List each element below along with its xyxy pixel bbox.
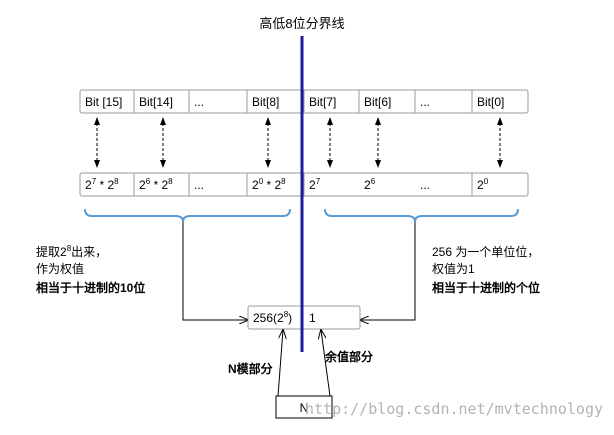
right-note-line3: 相当于十进制的个位: [432, 280, 540, 295]
weight-cell-label: 26: [364, 177, 376, 192]
weight-row: 27 * 28 26 * 28... 20 * 28 27 26... 20: [85, 173, 489, 196]
bit-cell-label: ...: [420, 95, 430, 109]
bit-cell-label: Bit[8]: [252, 95, 279, 109]
mod-part-label: N模部分: [228, 361, 273, 376]
right-connector-arrow: [360, 222, 416, 320]
left-note-line2: 作为权值: [36, 261, 84, 276]
left-note-line1: 提取28出来，: [36, 244, 107, 259]
bit-cell-label: ...: [194, 95, 204, 109]
bit-cell-label: Bit [15]: [85, 95, 122, 109]
rem-arrow: [321, 330, 331, 397]
right-note-line1: 256 为一个单位位，: [432, 244, 539, 259]
bit-cell-label: Bit[6]: [364, 95, 391, 109]
result-low: 1: [309, 311, 316, 325]
divider-title: 高低8位分界线: [259, 16, 344, 31]
weight-cell-label: ...: [420, 178, 430, 192]
watermark: http://blog.csdn.net/mvtechnology: [305, 400, 603, 418]
weight-cell-label: 26 * 28: [139, 177, 173, 192]
n-label: N: [300, 401, 309, 415]
result-box: [247, 305, 361, 330]
weight-cell-label: 27: [309, 177, 321, 192]
result-high: 256(28): [253, 310, 292, 325]
weight-cell-label: 20: [477, 177, 489, 192]
weight-cell-label: 20 * 28: [252, 177, 286, 192]
bit-weight-links: [94, 117, 503, 168]
rem-part-label: 余值部分: [324, 349, 373, 364]
bit-row: Bit [15] Bit[14]... Bit[8] Bit[7] Bit[6]... B…: [85, 90, 504, 113]
left-connector-arrow: [182, 222, 248, 320]
weight-cell-label: 27 * 28: [85, 177, 119, 192]
left-note-line3: 相当于十进制的10位: [36, 280, 145, 295]
right-brace: [324, 208, 519, 223]
weight-cell-label: ...: [194, 178, 204, 192]
mod-arrow: [277, 330, 283, 397]
right-note-line2: 权值为1: [432, 261, 475, 276]
bit-cell-label: Bit[7]: [309, 95, 336, 109]
left-brace: [84, 208, 291, 223]
bit-cell-label: Bit[14]: [139, 95, 173, 109]
bit-cell-label: Bit[0]: [477, 95, 504, 109]
n-box: [275, 395, 333, 419]
